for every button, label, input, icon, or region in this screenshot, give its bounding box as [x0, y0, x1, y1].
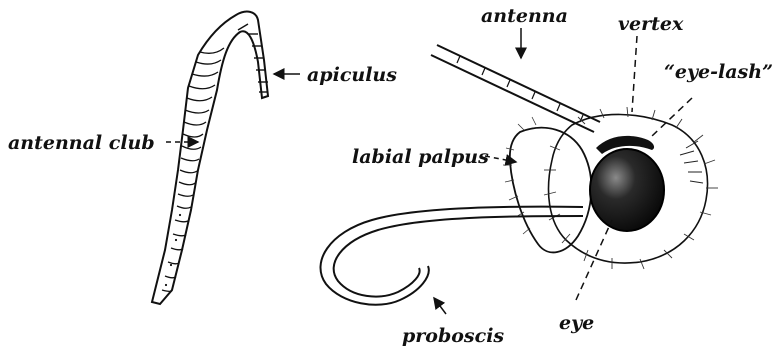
label-antenna: antenna — [481, 5, 568, 27]
proboscis-leader — [434, 298, 446, 314]
eye-shape — [590, 149, 664, 231]
label-labial-palpus: labial palpus — [352, 146, 489, 168]
label-apiculus: apiculus — [307, 64, 397, 86]
apiculus-segments — [238, 24, 268, 92]
label-eye: eye — [559, 312, 594, 334]
eye-lash-leader — [652, 98, 692, 136]
club-segments — [162, 48, 224, 291]
label-proboscis: proboscis — [402, 325, 504, 347]
labial-palpus-leader — [485, 156, 516, 162]
label-eye-lash: “eye-lash” — [664, 61, 773, 83]
vertex-leader — [632, 36, 637, 112]
proboscis-shape — [321, 207, 583, 305]
proboscis-inner-edge — [334, 216, 583, 297]
head-antenna — [431, 45, 600, 132]
head-bristles — [680, 141, 703, 183]
label-vertex: vertex — [618, 13, 684, 35]
antenna-shaft-outline — [152, 12, 268, 304]
label-antennal-club: antennal club — [8, 132, 155, 154]
antennal-club-drawing — [152, 12, 268, 304]
eye-leader — [576, 220, 612, 300]
